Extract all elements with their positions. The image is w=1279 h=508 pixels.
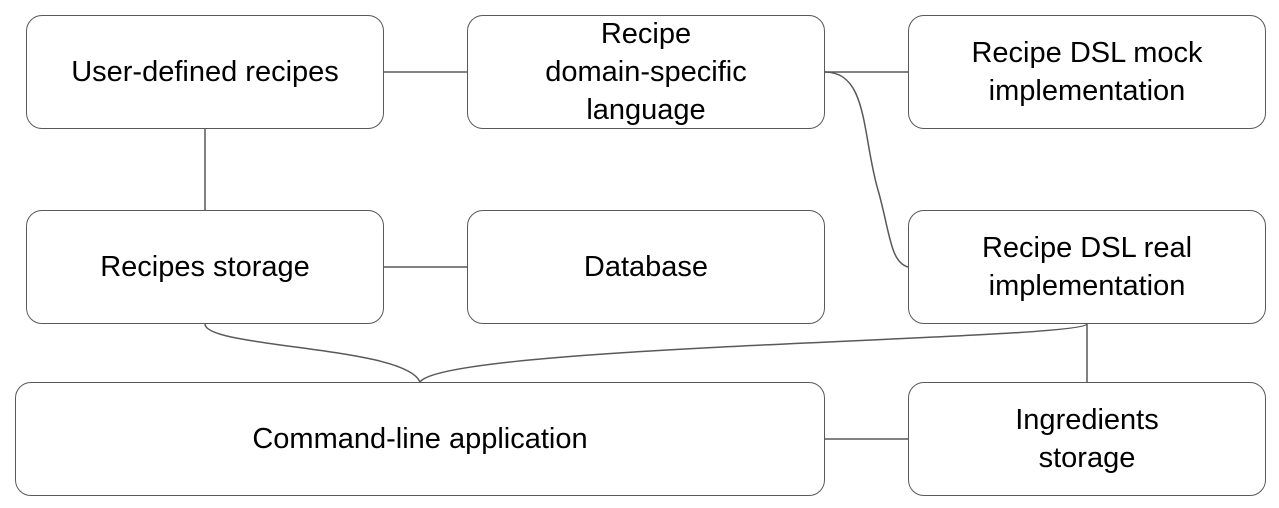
recipe-dsl-real-label: Recipe DSL real implementation <box>981 232 1193 302</box>
recipe-dsl-label: Recipe domain-specific language <box>545 18 747 126</box>
edge-storage-to-cli <box>204 323 421 383</box>
database-node: Database <box>467 210 825 324</box>
recipe-dsl-real-node: Recipe DSL real implementation <box>908 210 1266 324</box>
user-defined-recipes-node: User-defined recipes <box>26 15 384 129</box>
recipes-storage-label: Recipes storage <box>100 251 310 283</box>
recipe-dsl-node: Recipe domain-specific language <box>467 15 825 129</box>
recipe-dsl-mock-label: Recipe DSL mock implementation <box>971 37 1203 107</box>
database-label: Database <box>583 251 709 283</box>
ingredients-storage-node: Ingredients storage <box>908 382 1266 496</box>
ingredients-storage-label: Ingredients storage <box>1015 404 1159 474</box>
command-line-application-node: Command-line application <box>15 382 825 496</box>
recipes-storage-node: Recipes storage <box>26 210 384 324</box>
edge-dsl-to-real <box>824 71 909 268</box>
edge-real-to-cli <box>419 323 1088 383</box>
recipe-dsl-mock-node: Recipe DSL mock implementation <box>908 15 1266 129</box>
command-line-application-label: Command-line application <box>252 423 588 455</box>
user-defined-recipes-label: User-defined recipes <box>71 56 339 88</box>
